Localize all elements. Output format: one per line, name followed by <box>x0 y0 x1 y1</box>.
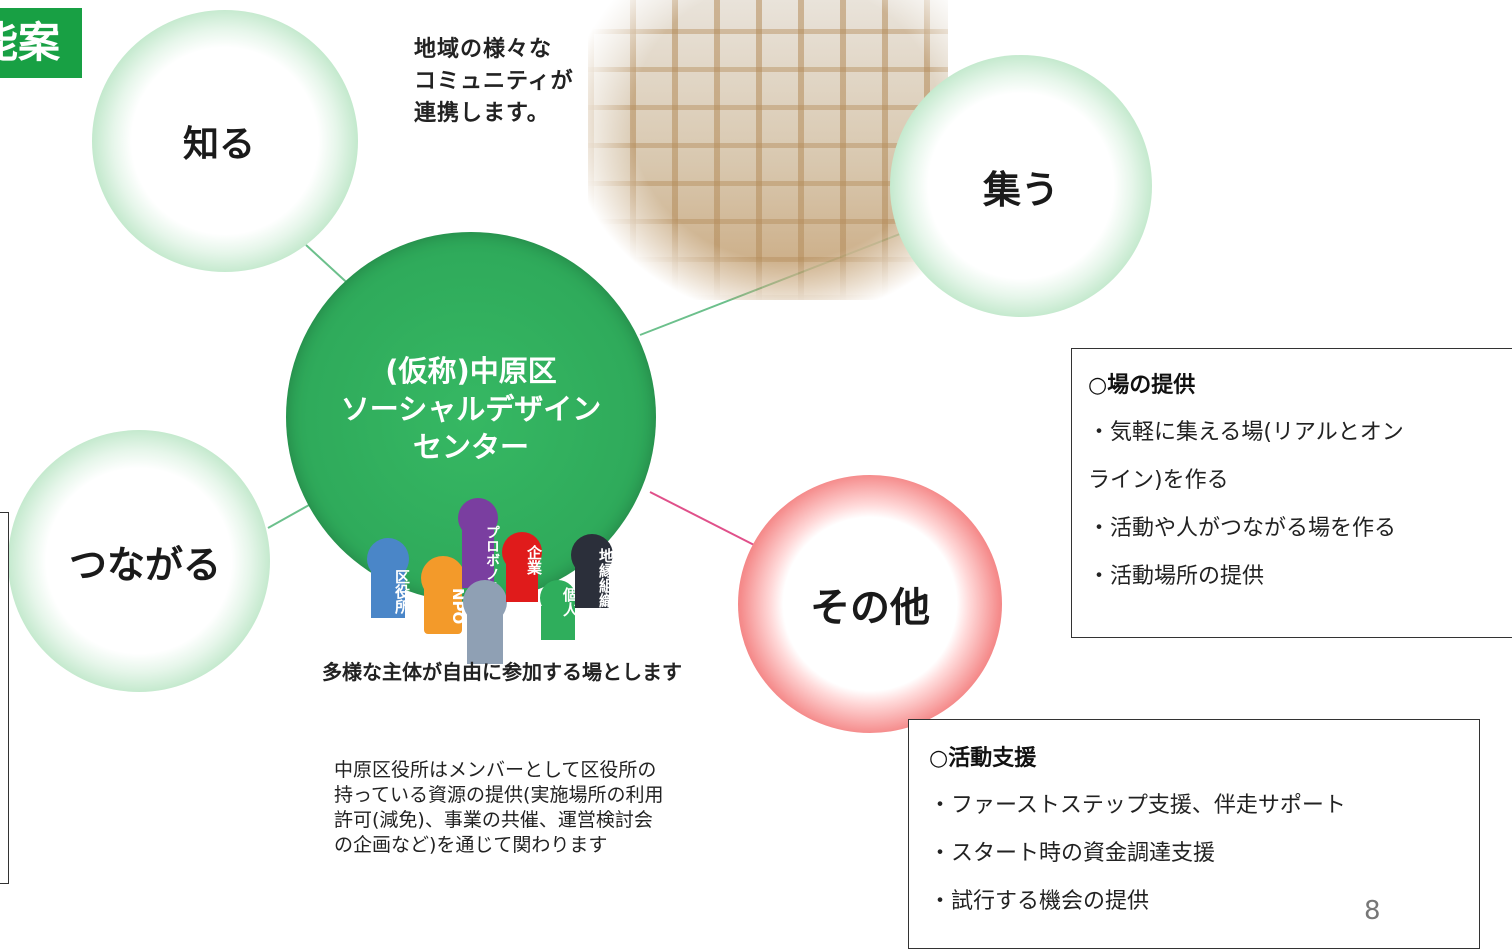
ward-office-note: 中原区役所はメンバーとして区役所の持っている資源の提供(実施場所の利用許可(減免… <box>334 759 664 856</box>
participant-kigyo-label: 企業 <box>525 545 543 575</box>
ring-tsudou: 集う <box>890 55 1152 317</box>
ring-shiru: 知る <box>92 10 358 272</box>
line-sonota <box>649 491 761 549</box>
activity-support-item-3: ・試行する機会の提供 <box>929 889 1150 914</box>
participant-npo: NPO <box>420 556 467 634</box>
place-provision-item-2: ライン)を作る <box>1088 468 1229 493</box>
participant-chien-label: 地縁組織 <box>597 548 615 608</box>
place-provision-item-4: ・活動場所の提供 <box>1088 564 1265 589</box>
left-cropped-box <box>0 512 9 884</box>
participants-caption: 多様な主体が自由に参加する場とします <box>322 660 682 684</box>
center-title-line-1: (仮称)中原区 <box>385 354 557 388</box>
participant-probono: プロボノサークル <box>456 498 500 637</box>
participant-kojin: 個人 <box>538 580 579 640</box>
place-provision-item-1: ・気軽に集える場(リアルとオン <box>1088 420 1404 445</box>
participant-kigyo: 企業 <box>502 532 543 602</box>
place-provision-title: ○場の提供 <box>1088 373 1196 398</box>
participant-kuyakusho-label: 区役所 <box>393 568 411 614</box>
photo-caption-line-2: コミュニティが <box>414 69 574 94</box>
ring-tsunagaru: つながる <box>8 430 270 692</box>
center-title-line-3: センター <box>412 430 529 464</box>
ring-sonota: その他 <box>738 475 1002 733</box>
activity-support-item-1: ・ファーストステップ支援、伴走サポート <box>929 793 1346 818</box>
place-provision-item-3: ・活動や人がつながる場を作る <box>1088 516 1397 541</box>
center-title: (仮称)中原区 ソーシャルデザイン センター <box>310 352 632 466</box>
participant-kojin-label: 個人 <box>561 587 579 617</box>
page-title-tag: 能案 <box>0 8 82 78</box>
photo-caption: 地域の様々な コミュニティが 連携します。 <box>414 34 574 130</box>
activity-support-title: ○活動支援 <box>929 746 1037 771</box>
community-space-photo <box>588 0 948 300</box>
activity-support-box: ○活動支援 ・ファーストステップ支援、伴走サポート ・スタート時の資金調達支援 … <box>908 719 1480 949</box>
page-number: 8 <box>1364 896 1381 926</box>
photo-caption-line-1: 地域の様々な <box>414 37 553 62</box>
center-title-line-2: ソーシャルデザイン <box>340 392 602 426</box>
participant-kuyakusho: 区役所 <box>366 538 411 618</box>
participant-probono-lower <box>462 580 508 664</box>
participant-chien: 地縁組織 <box>570 534 615 608</box>
activity-support-item-2: ・スタート時の資金調達支援 <box>929 841 1216 866</box>
photo-caption-line-3: 連携します。 <box>414 101 550 126</box>
ring-tsudou-label: 集う <box>982 167 1059 212</box>
participant-npo-label: NPO <box>449 587 467 625</box>
ring-tsunagaru-label: つながる <box>68 542 221 587</box>
ring-sonota-label: その他 <box>810 585 930 631</box>
ring-shiru-label: 知る <box>182 124 255 165</box>
place-provision-box: ○場の提供 ・気軽に集える場(リアルとオン ライン)を作る ・活動や人がつながる… <box>1071 348 1512 638</box>
